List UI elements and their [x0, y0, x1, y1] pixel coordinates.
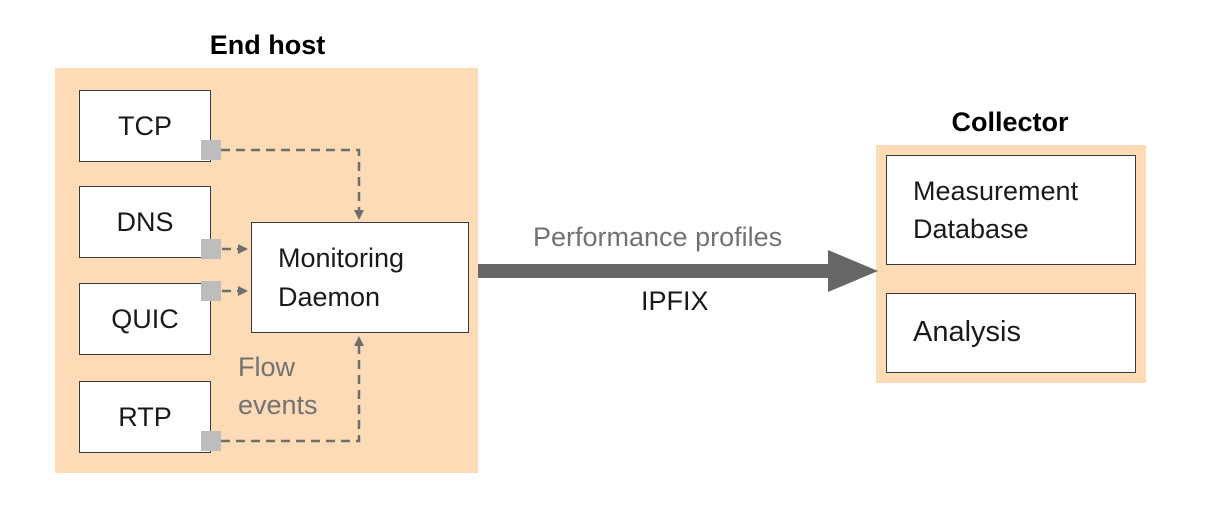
rtp-port-icon	[201, 431, 221, 451]
analysis-label: Analysis	[913, 316, 1021, 349]
dns-module[interactable]: DNS	[79, 186, 211, 258]
end-host-title: End host	[209, 30, 326, 60]
tcp-module[interactable]: TCP	[79, 90, 211, 162]
flow-events-label: Flow events	[238, 348, 318, 424]
performance-profiles-label: Performance profiles	[533, 222, 783, 252]
rtp-flow-connector	[221, 336, 364, 443]
analysis-box[interactable]: Analysis	[886, 293, 1136, 373]
daemon-label-line1: Monitoring	[278, 243, 405, 274]
dns-port-icon	[201, 239, 221, 259]
collector-title: Collector	[951, 107, 1069, 137]
quic-port-icon	[201, 281, 221, 301]
rtp-module-label: RTP	[118, 401, 172, 432]
tcp-flow-connector	[221, 148, 364, 220]
measurement-database-box[interactable]: Measurement Database	[886, 155, 1136, 265]
ipfix-label: IPFIX	[641, 286, 709, 316]
quic-module-label: QUIC	[111, 303, 179, 334]
database-label-line2: Database	[913, 214, 1029, 244]
rtp-module[interactable]: RTP	[79, 381, 211, 453]
daemon-label-line2: Daemon	[278, 281, 381, 312]
dns-module-label: DNS	[116, 206, 174, 237]
flow-events-line2: events	[238, 390, 318, 420]
quic-module[interactable]: QUIC	[79, 283, 211, 355]
flow-events-line1: Flow	[238, 352, 296, 382]
monitoring-daemon-box[interactable]: Monitoring Daemon	[251, 222, 469, 333]
tcp-module-label: TCP	[118, 110, 172, 141]
database-label-line1: Measurement	[913, 175, 1079, 206]
export-arrow	[478, 250, 878, 292]
tcp-port-icon	[201, 140, 221, 160]
